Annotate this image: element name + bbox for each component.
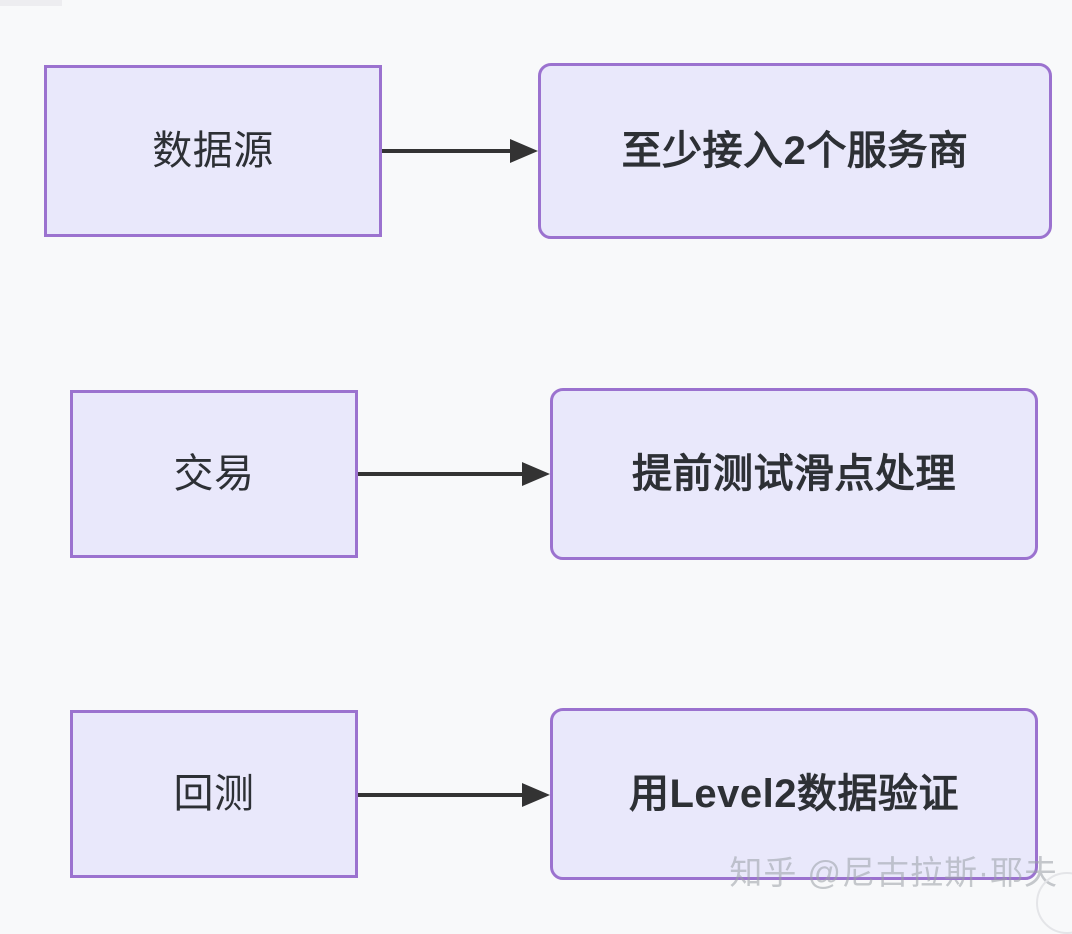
zhihu-watermark: 知乎 @尼古拉斯·耶夫 [729,854,1058,891]
node-source-data-source[interactable]: 数据源 [44,65,382,237]
node-label-backtest: 回测 [173,772,255,816]
arrow-backtest [358,783,550,807]
arrow-data-source [382,139,538,163]
top-edge-strip [0,0,62,6]
node-target-slippage-test[interactable]: 提前测试滑点处理 [550,388,1038,560]
node-label-slippage-test: 提前测试滑点处理 [632,452,956,496]
node-target-level2-validation[interactable]: 用Level2数据验证 [550,708,1038,880]
arrow-trading [358,462,550,486]
node-target-service-providers[interactable]: 至少接入2个服务商 [538,63,1052,239]
node-label-data-source: 数据源 [152,129,274,173]
node-label-service-providers: 至少接入2个服务商 [621,129,969,173]
node-label-trading: 交易 [173,452,255,496]
node-source-trading[interactable]: 交易 [70,390,358,558]
node-source-backtest[interactable]: 回测 [70,710,358,878]
node-label-level2-validation: 用Level2数据验证 [628,772,960,816]
